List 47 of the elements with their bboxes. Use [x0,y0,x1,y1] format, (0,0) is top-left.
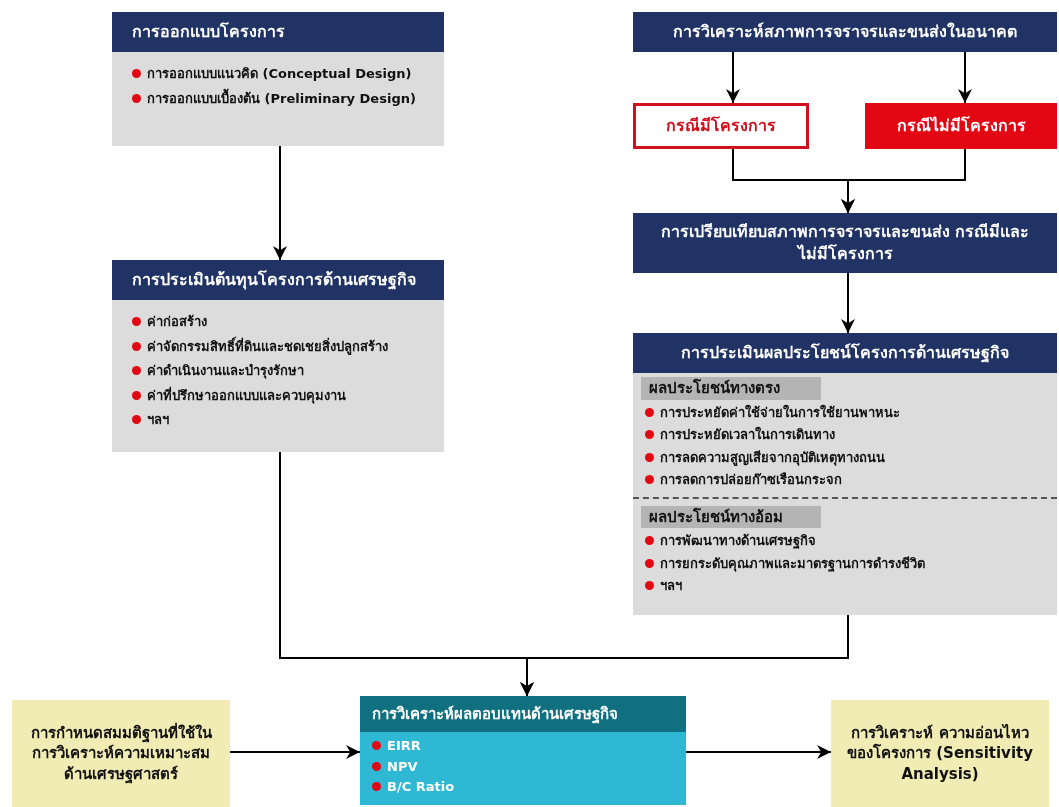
bullet-text: การพัฒนาทางด้านเศรษฐกิจ [660,532,816,551]
bullet-text: ค่าจัดกรรมสิทธิ์ที่ดินและชดเชยสิ่งปลูกสร้าง [147,336,388,356]
process-banner [633,213,1057,273]
result-card [360,696,686,805]
process-card [112,260,444,452]
header-title: การประเมินต้นทุนโครงการด้านเศรษฐกิจ [132,270,416,289]
bullet-text: การประหยัดเวลาในการเดินทาง [660,425,835,444]
header-title: การออกแบบโครงการ [132,22,285,41]
bullet-text: การลดการปล่อยก๊าซเรือนกระจก [660,471,842,489]
arrow [841,272,855,334]
box-text: การวิเคราะห์ ความอ่อนไหวของโครงการ (Sensitivity Analysis) [847,722,1033,785]
bullet-text: การลดความสูญเสียจากอุบัติเหตุทางถนน [660,448,885,467]
scenario-text: กรณีไม่มีโครงการ [896,115,1026,137]
bullet-text: ค่าที่ปรึกษาออกแบบและควบคุมงาน [147,385,346,405]
banner-text: การเปรียบเทียบสภาพการจราจรและขนส่ง กรณีมีและไม่มีโครงการ [659,221,1031,265]
subheading: ผลประโยชน์ทางอ้อม [641,505,821,528]
arrow [273,145,287,261]
bullet-text: การยกระดับคุณภาพและมาตรฐานการดำรงชีวิต [660,554,925,573]
bullet-text: ค่าก่อสร้าง [147,313,207,331]
box-text: การกำหนดสมมติฐานที่ใช้ในการวิเคราะห์ความเหมาะสมด้านเศรษฐศาสตร์ [29,722,213,785]
scenario-box [633,103,809,149]
process-banner [633,12,1057,52]
bullet-text: การออกแบบแนวคิด (Conceptual Design) [147,65,412,83]
bullet-text: การประหยัดค่าใช้จ่ายในการใช้ยานพาหนะ [660,403,900,422]
arrow [726,51,740,104]
process-box [831,700,1049,807]
bullet-text: ค่าดำเนินงานและบำรุงรักษา [147,362,304,381]
banner-text: การวิเคราะห์สภาพการจราจรและขนส่งในอนาคต [673,21,1017,43]
header-title: การวิเคราะห์ผลตอบแทนด้านเศรษฐกิจ [372,705,618,723]
bullet-text: B/C Ratio [387,778,455,796]
header-title: การประเมินผลประโยชน์โครงการด้านเศรษฐกิจ [681,343,1009,362]
process-box [12,700,230,807]
scenario-text: กรณีมีโครงการ [666,115,776,137]
arrow [841,148,966,214]
arrow [958,51,972,104]
arrow [229,745,361,759]
subheading: ผลประโยชน์ทางตรง [641,377,821,400]
scenario-box [865,103,1057,149]
process-card [633,333,1057,615]
process-card [112,12,444,146]
bullet-text: NPV [387,757,418,776]
arrow [520,614,849,697]
bullet-text: ฯลฯ [147,411,169,429]
bullet-text: ฯลฯ [660,577,682,595]
bullet-text: การออกแบบเบื้องต้น (Preliminary Design) [147,88,416,108]
bullet-text: EIRR [387,737,421,755]
arrow [685,745,832,759]
